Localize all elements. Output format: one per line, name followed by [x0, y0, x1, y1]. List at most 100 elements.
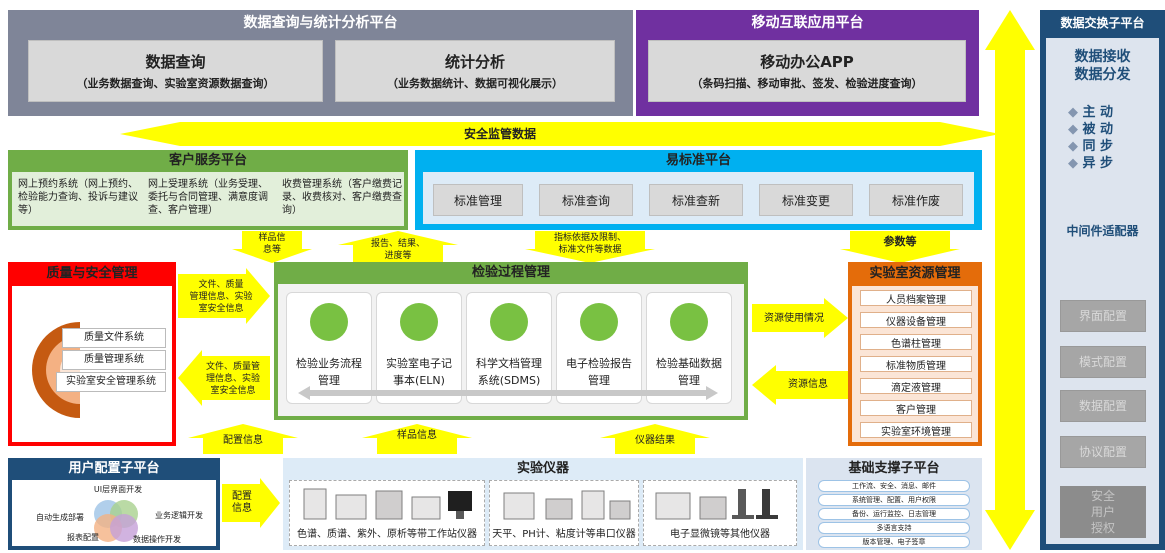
- base-support-item[interactable]: 备份、运行监控、日志管理: [818, 508, 970, 520]
- standard-platform: 易标准平台 标准管理 标准查询 标准查新 标准变更 标准作废: [415, 150, 982, 230]
- right-vertical-arrow: [985, 10, 1035, 550]
- standard-item[interactable]: 标准管理: [433, 184, 523, 216]
- instrument-group[interactable]: 色谱、质谱、紫外、原析等带工作站仪器: [289, 480, 485, 546]
- arrow-sample-down: [232, 231, 312, 263]
- base-support-item[interactable]: 多语言支持: [818, 522, 970, 534]
- base-support-item[interactable]: 工作流、安全、消息、邮件: [818, 480, 970, 492]
- standard-item[interactable]: 标准作废: [869, 184, 963, 216]
- protocol-config-button[interactable]: 协议配置: [1060, 436, 1146, 468]
- arrow-params-down: [840, 231, 960, 263]
- user-config-label: UI层界面开发: [93, 485, 143, 494]
- green-circle-icon: [490, 303, 528, 341]
- microscope-icon: [655, 489, 778, 520]
- lab-resource-item[interactable]: 客户管理: [860, 400, 972, 416]
- standard-item[interactable]: 标准查询: [539, 184, 633, 216]
- process-management: 检验过程管理 检验业务流程 管理 实验室电子记 事本(ELN) 科学文档管理 系…: [274, 262, 748, 420]
- process-item[interactable]: 电子检验报告 管理: [556, 292, 642, 404]
- base-support-item[interactable]: 版本管理、电子签章: [818, 536, 970, 548]
- customer-inner: [12, 172, 404, 226]
- base-support-item[interactable]: 系统管理、配置、用户权限: [818, 494, 970, 506]
- arrow-config-right-label: 配置 信息: [232, 491, 252, 514]
- arrow-sample-down-label: 样品信 息等: [258, 233, 286, 255]
- exchange-modes: ◆ 主 动 ◆ 被 动 ◆ 同 步 ◆ 异 步: [1046, 104, 1159, 172]
- lab-resource-title: 实验室资源管理: [869, 266, 961, 281]
- lab-resource-item[interactable]: 色谱柱管理: [860, 334, 972, 350]
- lab-instruments: 实验仪器 色谱、质谱、紫外、原析等带工作站仪器 天平、PH计、粘度计等串口仪器: [283, 458, 803, 550]
- lab-resource-item[interactable]: 标准物质管理: [860, 356, 972, 372]
- instrument-group[interactable]: 电子显微镜等其他仪器: [643, 480, 797, 546]
- mobile-app-sub: （条码扫描、移动审批、签发、检验进度查询）: [691, 77, 923, 90]
- process-item[interactable]: 科学文档管理 系统(SDMS): [466, 292, 552, 404]
- green-circle-icon: [400, 303, 438, 341]
- ui-config-button[interactable]: 界面配置: [1060, 300, 1146, 332]
- user-config-label: 数据操作开发: [133, 535, 181, 544]
- balance-icon: [503, 490, 631, 520]
- safety-arrow: [120, 122, 1000, 146]
- mobile-platform: 移动互联应用平台 移动办公APP （条码扫描、移动审批、签发、检验进度查询）: [636, 10, 979, 116]
- arrow-config-label: 配置信息: [223, 435, 263, 446]
- user-config-label: 业务逻辑开发: [155, 511, 203, 520]
- middleware-label: 中间件适配器: [1066, 224, 1139, 238]
- lab-resource-item[interactable]: 仪器设备管理: [860, 312, 972, 328]
- mode-item: ◆ 异 步: [1068, 156, 1114, 171]
- arrow-index-down: [525, 231, 655, 263]
- exchange-title: 数据交换子平台: [1060, 16, 1145, 30]
- instrument-group-label: 色谱、质谱、紫外、原析等带工作站仪器: [297, 529, 477, 540]
- arrow-instrument-result-label: 仪器结果: [635, 435, 675, 446]
- arrow-resource-usage: [752, 298, 848, 338]
- customer-item[interactable]: 网上预约系统（网上预约、检验能力查询、投诉与建议等）: [18, 179, 138, 216]
- quality-item[interactable]: 实验室安全管理系统: [56, 372, 166, 392]
- user-config-platform: 用户配置子平台 UI层界面开发 自动生成部署 业务逻辑开发 报表配置 数据操作开…: [8, 458, 220, 550]
- instruments-title: 实验仪器: [516, 461, 569, 476]
- arrow-params-label: 参数等: [883, 235, 917, 248]
- lab-resource-item[interactable]: 人员档案管理: [860, 290, 972, 306]
- process-item[interactable]: 检验基础数据 管理: [646, 292, 732, 404]
- quality-item[interactable]: 质量文件系统: [62, 328, 166, 348]
- standard-item[interactable]: 标准查新: [649, 184, 743, 216]
- query-stats-platform: 数据查询与统计分析平台 数据查询 （业务数据查询、实验室资源数据查询） 统计分析…: [8, 10, 633, 116]
- standard-item[interactable]: 标准变更: [759, 184, 853, 216]
- green-circle-icon: [310, 303, 348, 341]
- process-title: 检验过程管理: [471, 265, 550, 280]
- quality-title: 质量与安全管理: [46, 266, 138, 281]
- mode-item: ◆ 主 动: [1068, 105, 1114, 120]
- lab-resource-item[interactable]: 实验室环境管理: [860, 422, 972, 438]
- arrow-resource-info-label: 资源信息: [788, 379, 828, 390]
- arrow-config-up: [188, 424, 298, 454]
- data-config-button[interactable]: 数据配置: [1060, 390, 1146, 422]
- arrow-sample-info: [362, 424, 472, 454]
- instrument-group-label: 电子显微镜等其他仪器: [670, 529, 770, 540]
- arrow-index-down-label: 指标依据及限制、 标准文件等数据: [553, 233, 626, 255]
- safety-monitor-label: 安全监管数据: [463, 127, 536, 141]
- arrow-file-right: [178, 268, 270, 324]
- data-query-box[interactable]: 数据查询 （业务数据查询、实验室资源数据查询）: [28, 40, 323, 102]
- mobile-title: 移动互联应用平台: [751, 15, 864, 31]
- lab-resource-item[interactable]: 滴定液管理: [860, 378, 972, 394]
- customer-platform: 客户服务平台 网上预约系统（网上预约、检验能力查询、投诉与建议等） 网上受理系统…: [8, 150, 408, 230]
- exchange-inner: 数据接收 数据分发 ◆ 主 动 ◆ 被 动 ◆ 同 步 ◆ 异 步 中间件适配器…: [1046, 38, 1159, 544]
- stats-analysis-box[interactable]: 统计分析 （业务数据统计、数据可视化展示）: [335, 40, 615, 102]
- arrow-file-left-label: 文件、质量管 理信息、实验 室安全信息: [205, 362, 260, 396]
- instrument-group[interactable]: 天平、PH计、粘度计等串口仪器: [489, 480, 639, 546]
- green-circle-icon: [670, 303, 708, 341]
- mobile-app-box[interactable]: 移动办公APP （条码扫描、移动审批、签发、检验进度查询）: [648, 40, 966, 102]
- standard-title: 易标准平台: [665, 153, 731, 168]
- customer-title: 客户服务平台: [168, 153, 247, 168]
- arrow-resource-info: [752, 365, 848, 405]
- customer-item[interactable]: 收费管理系统（客户缴费记录、收费核对、客户缴费查询）: [282, 179, 402, 216]
- quality-item[interactable]: 质量管理系统: [62, 350, 166, 370]
- mode-item: ◆ 被 动: [1068, 122, 1114, 137]
- lab-resource-management: 实验室资源管理 人员档案管理 仪器设备管理 色谱柱管理 标准物质管理 滴定液管理…: [848, 262, 982, 446]
- arrow-config-right: [222, 478, 280, 528]
- mode-config-button[interactable]: 模式配置: [1060, 346, 1146, 378]
- security-auth-box[interactable]: 安全 用户 授权: [1060, 486, 1146, 538]
- arrow-report-up-label: 报告、结果、 进度等: [370, 239, 425, 261]
- base-support-platform: 基础支撑子平台 工作流、安全、消息、邮件 系统管理、配置、用户权限 备份、运行监…: [806, 458, 982, 550]
- customer-item[interactable]: 网上受理系统（业务受理、委托与合同管理、满意度调查、客户管理）: [148, 179, 268, 216]
- user-config-label: 自动生成部署: [36, 513, 84, 522]
- venn-diagram-icon: [94, 500, 138, 542]
- process-item[interactable]: 实验室电子记 事本(ELN): [376, 292, 462, 404]
- process-flow-arrow: [298, 386, 718, 400]
- data-query-sub: （业务数据查询、实验室资源数据查询）: [76, 77, 275, 90]
- process-item[interactable]: 检验业务流程 管理: [286, 292, 372, 404]
